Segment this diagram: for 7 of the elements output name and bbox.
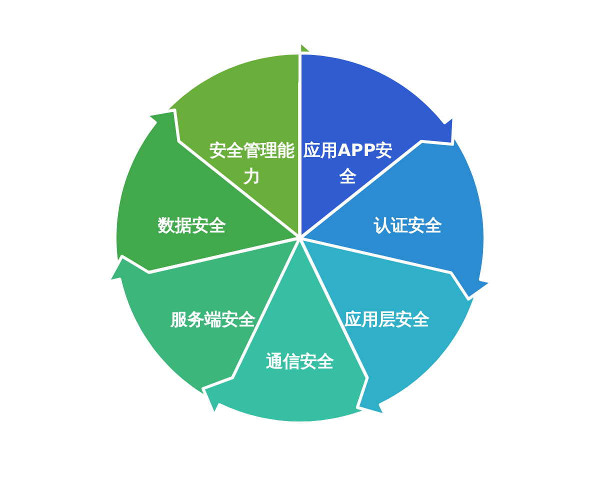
segment-label: 应用APP安全 — [302, 140, 394, 189]
segment-label: 服务端安全 — [169, 309, 257, 332]
segment-label: 应用层安全 — [343, 309, 430, 332]
segment-label: 通信安全 — [264, 351, 335, 374]
segment-label: 认证安全 — [372, 215, 444, 238]
segment-label: 安全管理能力 — [208, 140, 296, 189]
segment-label: 数据安全 — [156, 215, 227, 238]
